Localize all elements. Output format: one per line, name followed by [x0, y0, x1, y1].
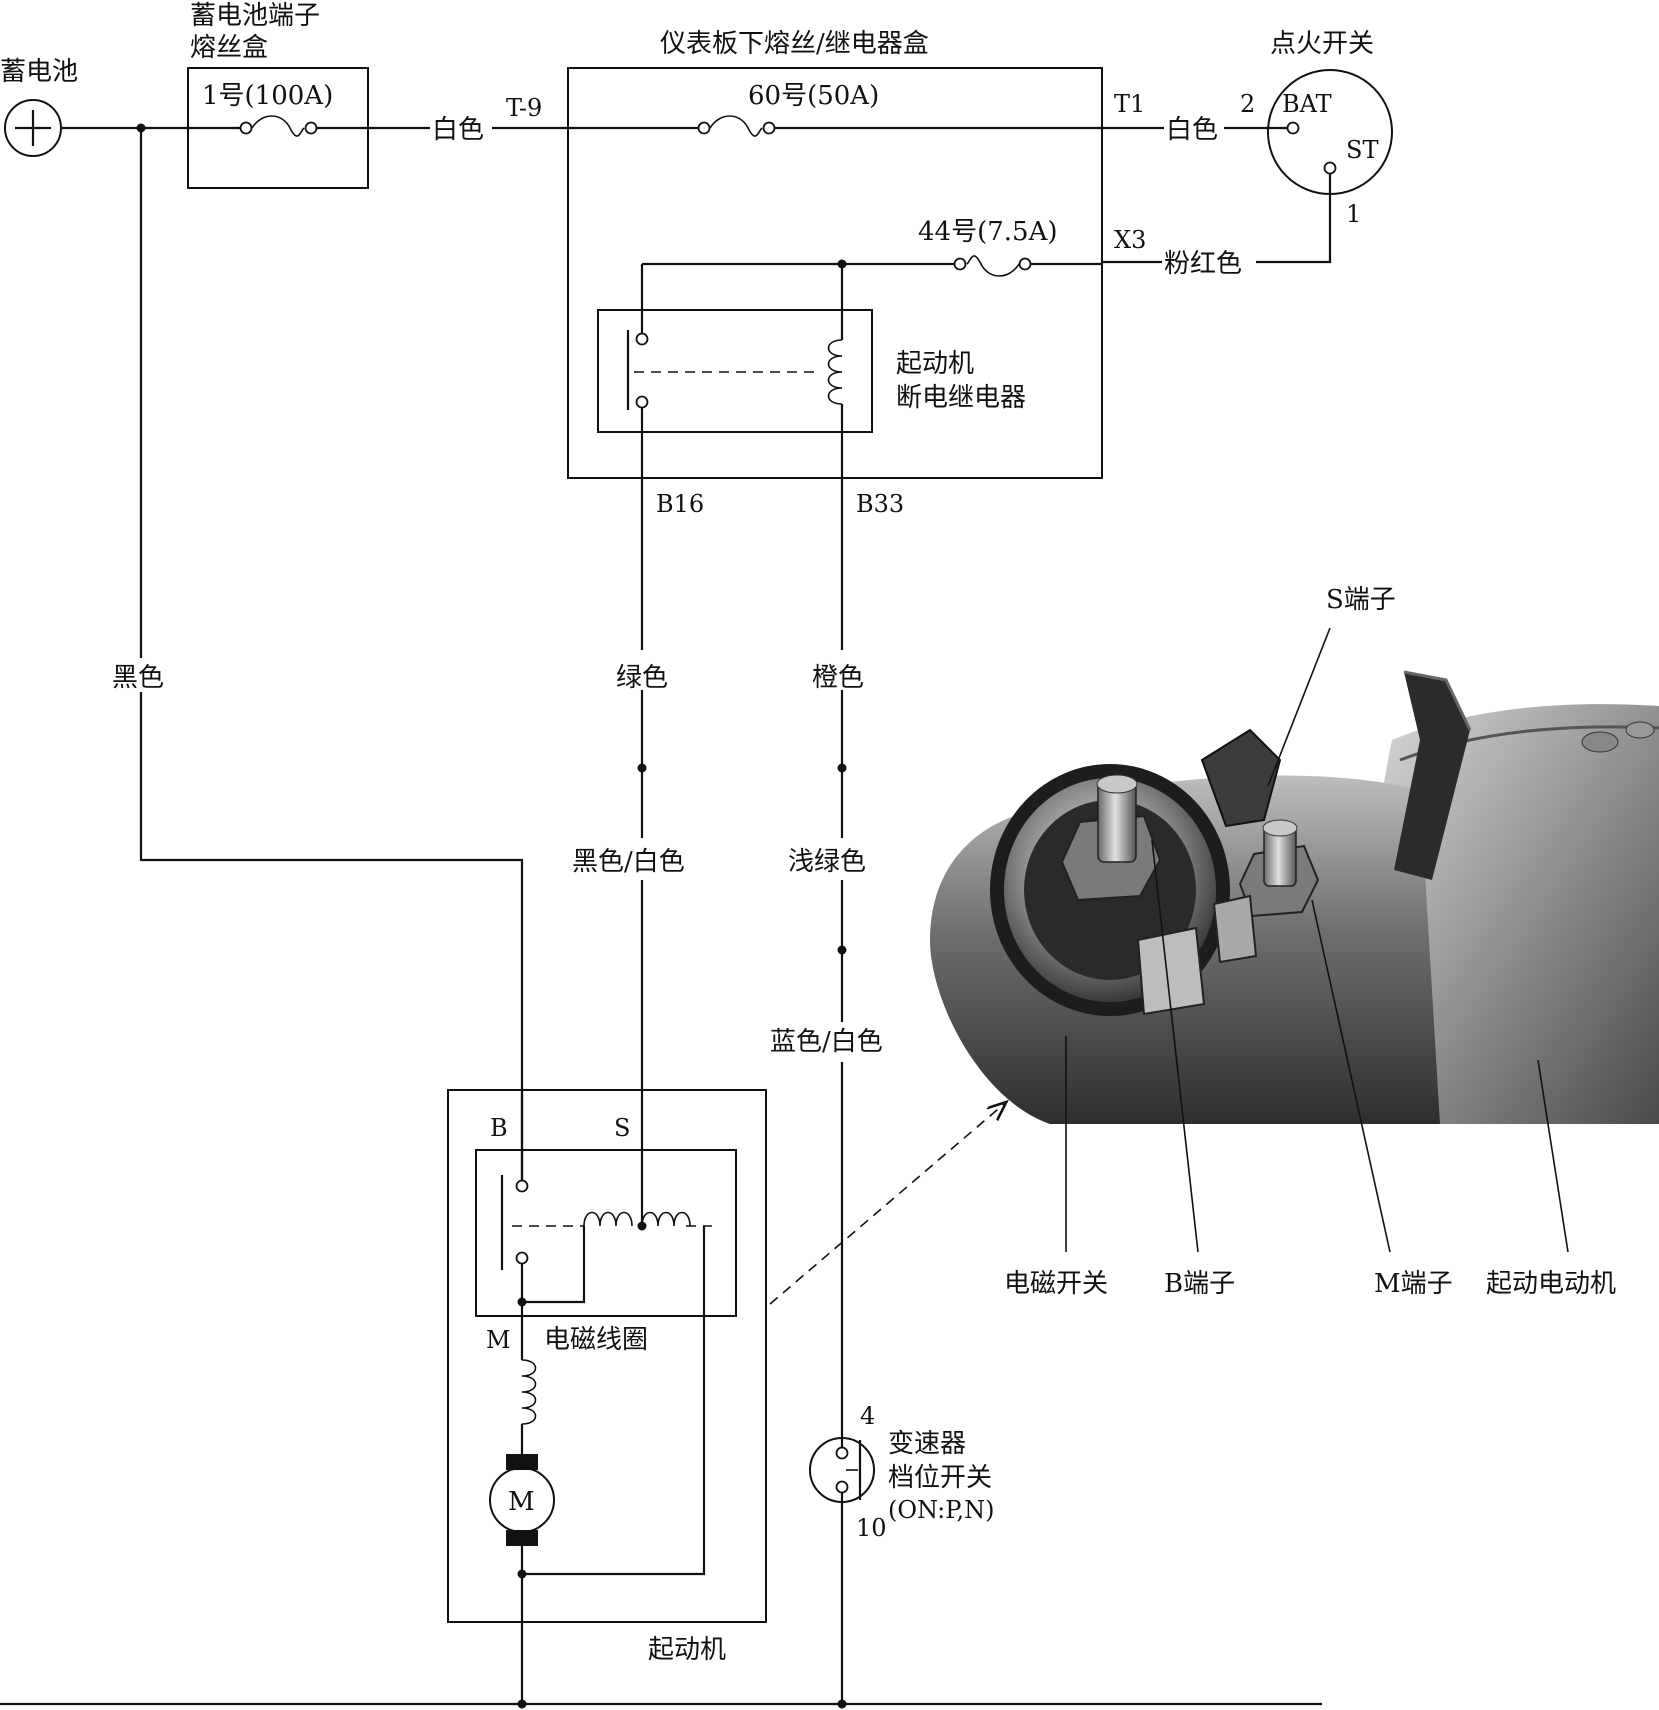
battery-fuse-box-label-2: 熔丝盒	[190, 33, 268, 63]
wire-pink-label: 粉红色	[1164, 249, 1242, 279]
starter-term-b: B	[490, 1114, 508, 1142]
battery-label: 蓄电池	[0, 57, 78, 87]
trans-switch-terminal	[835, 1446, 849, 1460]
trans-pin-10: 10	[856, 1514, 887, 1542]
ignition-st-terminal	[1323, 161, 1337, 175]
starter-box	[447, 1089, 767, 1623]
relay-label-2: 断电继电器	[896, 383, 1026, 413]
dash-box-label: 仪表板下熔丝/继电器盒	[660, 29, 929, 59]
trans-switch-label-3: (ON:P,N)	[888, 1496, 995, 1524]
wire-blue-white-label: 蓝色/白色	[770, 1027, 883, 1057]
fuse-60-label: 60号(50A)	[748, 81, 879, 111]
photo-b-terminal-label: B端子	[1164, 1269, 1235, 1299]
conn-b33-label: B33	[856, 490, 904, 518]
leader-m-terminal	[1311, 899, 1391, 1253]
wire-orange-label: 橙色	[812, 663, 864, 693]
wire-black	[139, 128, 524, 1180]
conn-x3-label: X3	[1114, 226, 1146, 254]
leader-s-terminal	[1267, 627, 1331, 787]
leader-starter-motor	[1537, 1059, 1569, 1253]
wire-black-white-label: 黑色/白色	[572, 847, 685, 877]
motor-m-label: M	[508, 1487, 535, 1517]
junction-dot	[517, 1699, 527, 1709]
photo-s-terminal-label: S端子	[1326, 585, 1396, 615]
wire-internal	[522, 1226, 706, 1576]
photo-solenoid-switch-label: 电磁开关	[1004, 1269, 1108, 1299]
wire-light-green-label: 浅绿色	[788, 847, 866, 877]
solenoid-coil-label: 电磁线圈	[544, 1325, 648, 1355]
conn-t1-label: T1	[1114, 90, 1145, 118]
trans-switch-label-1: 变速器	[888, 1429, 966, 1459]
solenoid-coil-symbol	[583, 1211, 691, 1227]
trans-switch-terminal	[835, 1480, 849, 1494]
fuse-44-symbol	[642, 255, 1102, 277]
motor-symbol	[489, 1454, 555, 1546]
solenoid-box	[475, 1149, 737, 1317]
trans-switch-label-2: 档位开关	[888, 1463, 992, 1493]
wire-white-1-label: 白色	[432, 115, 484, 145]
junction-dot	[637, 763, 647, 773]
ignition-pin-st: ST	[1346, 136, 1378, 164]
conn-t9-label: T-9	[506, 94, 542, 122]
pointer-arrow	[769, 1104, 1004, 1305]
wire-internal	[522, 1226, 586, 1304]
battery-fuse-box-label-1: 蓄电池端子	[190, 1, 320, 31]
wire-pink	[1256, 174, 1332, 264]
ignition-bat-terminal	[1286, 121, 1300, 135]
conn-b16-label: B16	[656, 490, 704, 518]
ignition-switch-label: 点火开关	[1270, 29, 1374, 59]
solenoid-contact-symbol	[500, 1175, 712, 1270]
wire-green-label: 绿色	[616, 663, 668, 693]
starter-term-m: M	[486, 1326, 511, 1354]
fuse-60-symbol	[568, 115, 1102, 137]
relay-label-1: 起动机	[896, 349, 974, 379]
photo-starter-motor-label: 起动电动机	[1486, 1269, 1616, 1299]
starter-term-s: S	[614, 1114, 630, 1142]
leader-b-terminal	[1151, 839, 1199, 1253]
label-bg	[108, 658, 172, 692]
label-bg	[612, 654, 676, 688]
starter-cut-relay-box	[597, 309, 873, 433]
fuse-1-symbol	[188, 115, 368, 137]
trans-pin-4: 4	[860, 1402, 875, 1430]
relay-coil-symbol	[827, 339, 843, 405]
ignition-pin-1: 1	[1346, 200, 1361, 228]
ignition-pin-bat: BAT	[1282, 90, 1332, 118]
fuse-44-label: 44号(7.5A)	[918, 217, 1058, 247]
starter-label: 起动机	[648, 1635, 726, 1665]
ignition-pin-2: 2	[1240, 90, 1255, 118]
starter-photo	[930, 670, 1659, 1124]
field-coil-symbol	[521, 1359, 537, 1425]
wire-black-label: 黑色	[112, 663, 164, 693]
photo-m-terminal-label: M端子	[1374, 1269, 1453, 1299]
junction-dot	[837, 1699, 847, 1709]
dash-fuse-relay-box	[567, 67, 1103, 479]
junction-dot	[837, 763, 847, 773]
junction-dot	[837, 945, 847, 955]
relay-contact-symbol	[626, 330, 820, 410]
battery-symbol	[4, 99, 62, 157]
fuse-1-label: 1号(100A)	[202, 81, 333, 111]
wire-white-2-label: 白色	[1166, 115, 1218, 145]
